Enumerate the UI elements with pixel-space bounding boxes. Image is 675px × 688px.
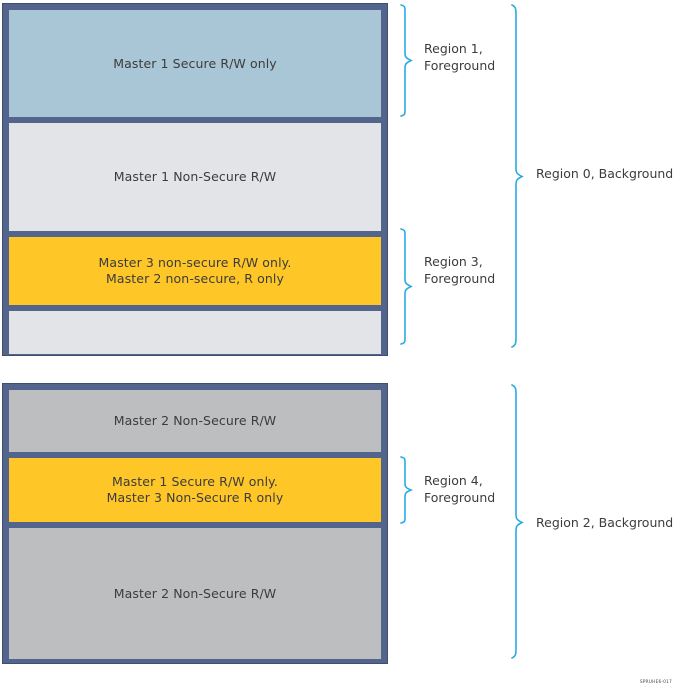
band-label: Master 1 Secure R/W only <box>113 55 277 71</box>
band-master1-secure-master3-nonsecure: Master 1 Secure R/W only. Master 3 Non-S… <box>9 458 381 522</box>
band-master1-nonsecure-rw: Master 1 Non-Secure R/W <box>9 123 381 231</box>
band-master2-nonsecure-rw-bottom: Master 2 Non-Secure R/W <box>9 528 381 659</box>
band-label: Master 1 Secure R/W only. Master 3 Non-S… <box>106 474 284 505</box>
annotation-region2-background: Region 2, Background <box>536 515 674 530</box>
brace-region2 <box>509 384 525 659</box>
annotation-region0-background: Region 0, Background <box>536 166 674 181</box>
memory-map-region2: Master 2 Non-Secure R/W Master 1 Secure … <box>2 383 388 664</box>
band-master2-nonsecure-rw-top: Master 2 Non-Secure R/W <box>9 390 381 452</box>
brace-region4 <box>398 456 414 524</box>
memory-map-region0: Master 1 Secure R/W only Master 1 Non-Se… <box>2 3 388 356</box>
band-label: Master 3 non-secure R/W only. Master 2 n… <box>98 255 292 286</box>
band-empty-light-gray <box>9 311 381 354</box>
band-master1-secure-rw: Master 1 Secure R/W only <box>9 10 381 117</box>
band-label: Master 2 Non-Secure R/W <box>113 413 277 428</box>
document-id-watermark: SPRUHE6-017 <box>639 680 672 685</box>
annotation-region4-foreground: Region 4, Foreground <box>424 473 496 505</box>
brace-region3 <box>398 228 414 345</box>
annotation-region1-foreground: Region 1, Foreground <box>424 41 496 73</box>
brace-region1 <box>398 4 414 117</box>
band-label: Master 1 Non-Secure R/W <box>113 169 277 184</box>
annotation-region3-foreground: Region 3, Foreground <box>424 254 496 286</box>
band-label: Master 2 Non-Secure R/W <box>113 585 277 601</box>
band-master3-master2-nonsecure: Master 3 non-secure R/W only. Master 2 n… <box>9 237 381 305</box>
